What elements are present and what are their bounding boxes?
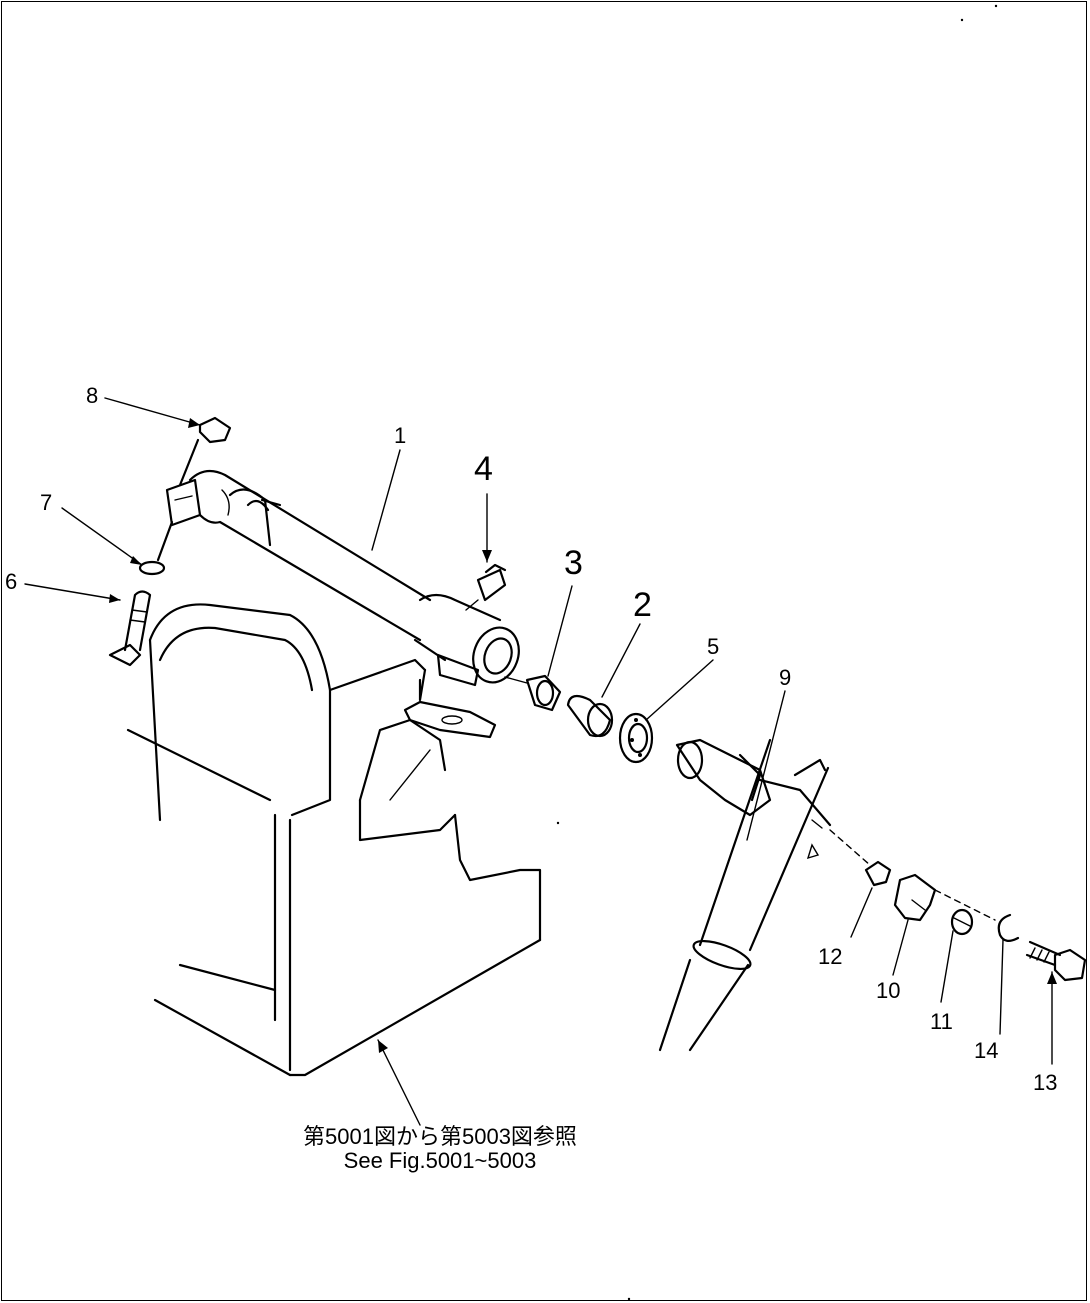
shaft-part-9 bbox=[658, 738, 832, 1052]
callout-8: 8 bbox=[86, 383, 99, 408]
cap-part-10 bbox=[893, 873, 937, 922]
spring-washer-part-11 bbox=[950, 908, 974, 936]
bolt-part-6 bbox=[108, 590, 152, 667]
callout-12: 12 bbox=[818, 944, 843, 969]
tube-part-1 bbox=[165, 469, 520, 687]
callout-3: 3 bbox=[564, 544, 583, 582]
nut-part-12 bbox=[864, 860, 892, 887]
callout-4: 4 bbox=[474, 450, 493, 488]
washer-part-7 bbox=[138, 520, 174, 576]
housing-body bbox=[126, 603, 542, 1077]
callout-14: 14 bbox=[974, 1038, 999, 1063]
bolt-part-13 bbox=[1025, 940, 1087, 982]
callout-5: 5 bbox=[707, 634, 720, 659]
figure-reference-japanese: 第5001図から第5003図参照 bbox=[303, 1124, 577, 1149]
nut-part-8 bbox=[178, 416, 232, 487]
grease-fitting-part-4 bbox=[465, 563, 507, 611]
sleeve-part-2 bbox=[566, 694, 614, 738]
bushing-part-3 bbox=[504, 674, 562, 712]
bearing-part-5 bbox=[618, 712, 654, 764]
callout-10: 10 bbox=[876, 978, 901, 1003]
callout-13: 13 bbox=[1033, 1070, 1058, 1095]
callout-7: 7 bbox=[40, 490, 53, 515]
callout-2: 2 bbox=[633, 586, 652, 624]
leader-lines bbox=[24, 397, 1053, 1126]
callout-1: 1 bbox=[394, 423, 407, 448]
callout-11: 11 bbox=[930, 1009, 953, 1034]
callout-6: 6 bbox=[5, 569, 18, 594]
callout-9: 9 bbox=[779, 665, 792, 690]
figure-reference-english: See Fig.5001~5003 bbox=[343, 1148, 537, 1173]
c-ring-part-14 bbox=[997, 913, 1020, 942]
arrowheads bbox=[109, 418, 1057, 1053]
